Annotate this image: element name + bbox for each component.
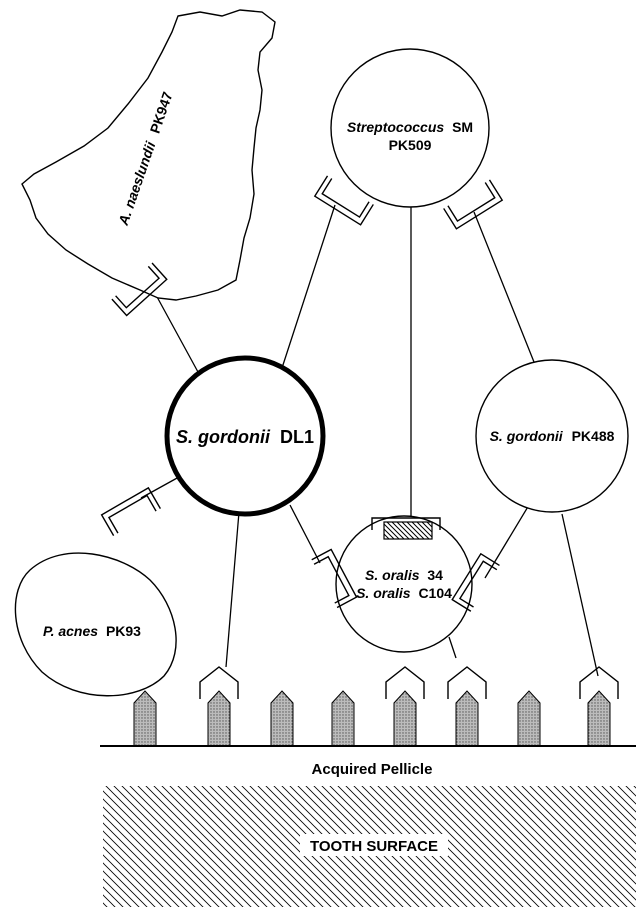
adhesin-receptor-block [384, 522, 432, 539]
streptococcus-sm-cell: Streptococcus SM PK509 [331, 49, 489, 207]
tooth-surface: TOOTH SURFACE [103, 786, 636, 907]
streptococcus-strain-pk509: PK509 [389, 137, 432, 153]
s-oralis-strain-34: 34 [427, 567, 443, 583]
pellicle-receptor [518, 691, 540, 746]
streptococcus-species: Streptococcus [347, 119, 444, 135]
s-oralis-species-1: S. oralis [365, 567, 420, 583]
pellicle-receptor [588, 691, 610, 746]
s-oralis-strain-c104: C104 [418, 585, 452, 601]
svg-text:Streptococcus SM: Streptococcus SM [347, 119, 473, 135]
a-naeslundii-cell: A. naeslundii PK947 [22, 10, 275, 300]
s-gordonii-pk488-strain: PK488 [572, 428, 615, 444]
tooth-surface-label: TOOTH SURFACE [310, 838, 438, 855]
svg-text:S. gordonii PK488: S. gordonii PK488 [490, 428, 615, 444]
s-gordonii-dl1-cell: S. gordonii DL1 [167, 358, 323, 514]
pellicle-receptor [208, 691, 230, 746]
pellicle-label: Acquired Pellicle [312, 761, 433, 778]
s-gordonii-pk488-cell: S. gordonii PK488 [476, 360, 628, 512]
pellicle-receptor [456, 691, 478, 746]
svg-text:S. oralis C104: S. oralis C104 [356, 585, 452, 601]
pellicle-adhesins [200, 667, 618, 699]
svg-text:P. acnes PK93: P. acnes PK93 [43, 623, 141, 639]
svg-text:S. gordonii DL1: S. gordonii DL1 [176, 427, 314, 447]
pellicle-receptor [394, 691, 416, 746]
s-gordonii-dl1-strain: DL1 [280, 427, 314, 447]
pellicle-receptors [134, 691, 610, 746]
pellicle-receptor [332, 691, 354, 746]
pellicle-receptor [271, 691, 293, 746]
streptococcus-strain-sm: SM [452, 119, 473, 135]
s-oralis-cell: S. oralis 34 S. oralis C104 [336, 516, 472, 652]
s-gordonii-dl1-species: S. gordonii [176, 427, 271, 447]
p-acnes-species: P. acnes [43, 623, 98, 639]
svg-text:S. oralis 34: S. oralis 34 [365, 567, 443, 583]
p-acnes-strain: PK93 [106, 623, 141, 639]
p-acnes-cell: P. acnes PK93 [15, 553, 176, 696]
pellicle-receptor [134, 691, 156, 746]
s-gordonii-pk488-species: S. gordonii [490, 428, 564, 444]
s-oralis-species-2: S. oralis [356, 585, 411, 601]
